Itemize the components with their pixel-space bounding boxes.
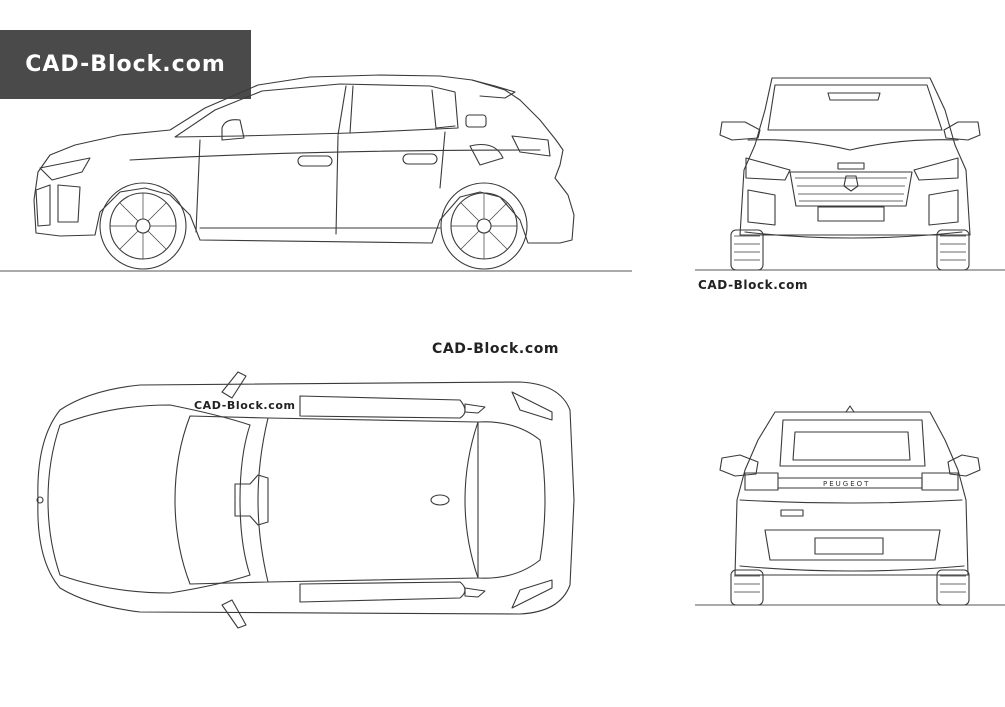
rear-brand-lettering: PEUGEOT [823, 480, 870, 488]
top-view-left-mirror [222, 372, 246, 398]
front-door-line [196, 140, 200, 232]
front-door-handle [298, 156, 332, 166]
rear-door-end [440, 132, 445, 188]
rear-view: PEUGEOT [695, 406, 1005, 605]
top-view-hood [48, 405, 250, 593]
side-front-grille [36, 185, 50, 226]
top-view-shark-antenna [431, 495, 449, 505]
top-view-right-marker [465, 588, 485, 597]
model-badge [838, 163, 864, 169]
b-pillar-inner [350, 86, 353, 133]
rear-view-tires [731, 570, 969, 605]
rear-wheel [441, 183, 527, 269]
side-view [0, 75, 632, 271]
side-window-outline [175, 84, 458, 137]
side-headlight [40, 158, 90, 180]
watermark-top-view: CAD-Block.com [194, 399, 296, 412]
top-view-right-spoiler-edge [512, 580, 552, 608]
shoulder-line [130, 150, 540, 160]
side-front-intake [58, 185, 80, 222]
side-view-body-outline [34, 75, 574, 243]
top-view-front-emblem [37, 497, 43, 503]
top-view-left-spoiler-edge [512, 392, 552, 420]
rear-view-body-outline [735, 412, 968, 575]
rear-light-bar [778, 478, 922, 488]
tailgate-line [740, 500, 962, 503]
front-view-tires [731, 230, 969, 270]
top-view-roof [268, 418, 478, 582]
rear-left-mirror [720, 455, 758, 476]
front-license-plate [818, 207, 884, 221]
top-view-left-marker [465, 404, 485, 413]
top-view-interior-mirror [235, 475, 268, 525]
front-left-headlight [746, 158, 790, 180]
top-view-right-mirror [222, 600, 246, 628]
watermark-center: CAD-Block.com [432, 341, 560, 357]
rear-license-plate [815, 538, 883, 554]
rear-window-inner [793, 432, 910, 460]
side-mirror [222, 120, 244, 140]
rear-diffuser [740, 566, 964, 571]
front-brand-emblem [844, 176, 858, 191]
rearview-mirror [828, 93, 880, 100]
top-view-body-outline [38, 382, 574, 614]
rear-side-marker [466, 115, 486, 127]
fuel-door [470, 145, 503, 166]
rear-right-mirror [948, 455, 980, 476]
b-pillar [338, 86, 346, 135]
rear-door-handle [403, 154, 437, 164]
windshield [768, 85, 942, 130]
rear-antenna [846, 406, 854, 412]
watermark-front-view: CAD-Block.com [698, 278, 809, 292]
hood-line [748, 140, 958, 150]
top-view-windshield [175, 416, 268, 584]
front-lip [745, 232, 962, 238]
rear-left-taillight [745, 473, 778, 490]
rear-bumper-panel [765, 530, 940, 560]
top-view [37, 372, 574, 628]
front-view [695, 78, 1005, 270]
front-grille [790, 172, 912, 206]
front-left-mirror [720, 122, 760, 140]
top-view-left-roof-rail [300, 396, 465, 418]
front-view-body-outline [740, 78, 970, 235]
brand-logo-box: CAD-Block.com [0, 30, 251, 99]
rear-quarter-window [432, 90, 455, 128]
front-right-intake [929, 190, 958, 225]
side-taillight [512, 136, 550, 156]
rear-model-badge [781, 510, 803, 516]
front-right-mirror [944, 122, 980, 140]
rear-window [780, 420, 925, 466]
front-left-intake [748, 190, 775, 225]
rear-right-taillight [922, 473, 958, 490]
rear-door-line [336, 136, 338, 234]
front-right-headlight [914, 158, 958, 180]
top-view-rear-window [465, 422, 545, 578]
top-view-right-roof-rail [300, 582, 465, 602]
rear-spoiler [472, 80, 515, 98]
brand-logo-text: CAD-Block.com [25, 52, 226, 77]
front-wheel [100, 183, 186, 269]
